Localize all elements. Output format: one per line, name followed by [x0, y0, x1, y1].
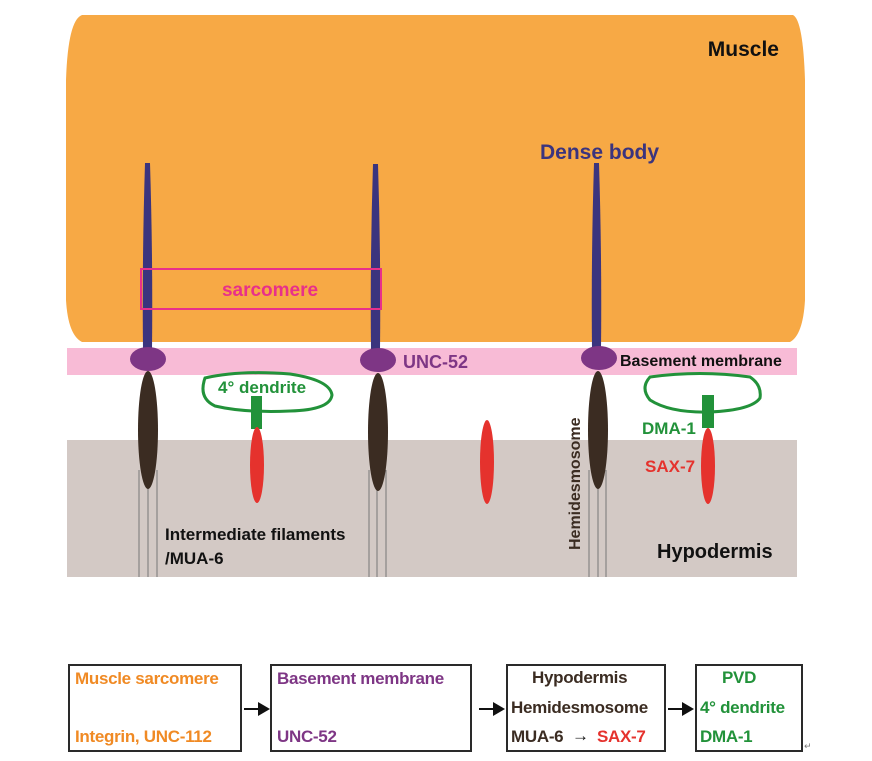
- muscle-cell: [66, 15, 805, 342]
- unc52-oval-1: [130, 347, 166, 371]
- dendrite-loop-2: [643, 372, 762, 414]
- basement-membrane-label: Basement membrane: [620, 353, 782, 370]
- basement-membrane-band: [67, 348, 797, 375]
- dense-body-1: [142, 163, 153, 350]
- sax7-2: [480, 420, 494, 504]
- dense-body-3: [591, 163, 602, 350]
- flow-box-hypodermis: Hypodermis Hemidesmosome MUA-6 → SAX-7: [506, 664, 666, 752]
- dma1-block-2: [702, 395, 714, 428]
- return-mark-icon: ↵: [804, 742, 812, 752]
- flow-box-title: PVD: [722, 668, 757, 687]
- flow-box-subtitle: 4° dendrite: [700, 698, 785, 717]
- sarcomere-box: [140, 268, 382, 310]
- flow-arrow-2: [479, 702, 505, 716]
- hemidesmosome-3: [588, 371, 608, 489]
- dense-body-2: [370, 164, 381, 350]
- hemidesmosome-label: Hemidesmosome: [567, 417, 584, 550]
- dma1-label: DMA-1: [642, 419, 696, 438]
- flow-box-detail-sax7: SAX-7: [597, 727, 646, 746]
- hypodermis-label: Hypodermis: [657, 541, 773, 563]
- flow-box-detail: Integrin, UNC-112: [75, 727, 212, 746]
- sax7-3: [701, 428, 715, 504]
- sax7-label: SAX-7: [645, 457, 695, 476]
- dendrite-label: 4° dendrite: [218, 378, 306, 397]
- flow-arrow-1: [244, 702, 270, 716]
- intermediate-filaments-label: Intermediate filaments: [165, 525, 345, 544]
- dma1-block-1: [251, 396, 262, 429]
- flow-box-title: Hypodermis: [532, 668, 628, 687]
- flow-box-basement-membrane: Basement membrane UNC-52: [270, 664, 472, 752]
- mua6-label: /MUA-6: [165, 549, 224, 568]
- flow-box-detail: UNC-52: [277, 727, 337, 746]
- dendrite-loop-1: [201, 371, 334, 413]
- flow-box-subtitle: Hemidesmosome: [511, 698, 648, 717]
- unc52-label: UNC-52: [403, 352, 468, 372]
- flow-box-title: Basement membrane: [277, 669, 444, 688]
- dense-body-label: Dense body: [540, 141, 659, 164]
- muscle-label: Muscle: [708, 38, 779, 61]
- hemidesmosome-2: [368, 373, 388, 491]
- unc52-oval-3: [581, 346, 617, 370]
- sarcomere-label: sarcomere: [222, 280, 318, 301]
- unc52-oval-2: [360, 348, 396, 372]
- flow-box-pvd: PVD 4° dendrite DMA-1: [695, 664, 803, 752]
- inline-arrow-icon: →: [572, 726, 589, 745]
- flow-box-muscle-sarcomere: Muscle sarcomere Integrin, UNC-112: [68, 664, 242, 752]
- hypodermis-region: [67, 440, 797, 577]
- sax7-1: [250, 427, 264, 503]
- flow-arrow-3: [668, 702, 694, 716]
- flow-box-detail-mua6: MUA-6: [511, 727, 564, 746]
- flow-box-detail: DMA-1: [700, 727, 753, 746]
- flow-box-title: Muscle sarcomere: [75, 669, 219, 688]
- hemidesmosome-1: [138, 371, 158, 489]
